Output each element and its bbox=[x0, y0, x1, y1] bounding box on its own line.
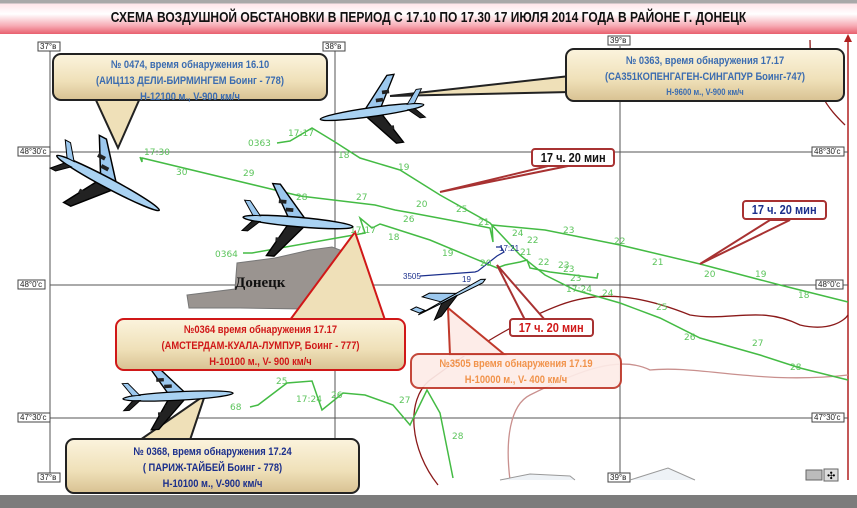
svg-text:19: 19 bbox=[462, 275, 471, 284]
svg-text:48°0'с: 48°0'с bbox=[20, 280, 42, 289]
svg-text:20: 20 bbox=[416, 200, 428, 210]
track-labels: 0363 17:17 18 19 20 25 24 23 24 25 26 27 28 17… bbox=[144, 129, 810, 442]
svg-text:39°в: 39°в bbox=[610, 36, 626, 45]
track-0363 bbox=[276, 127, 849, 381]
svg-text:17:17: 17:17 bbox=[350, 226, 376, 236]
svg-text:24: 24 bbox=[512, 229, 524, 239]
svg-text:23: 23 bbox=[563, 226, 574, 236]
svg-text:68: 68 bbox=[230, 403, 242, 413]
bottom-bar bbox=[0, 495, 857, 508]
svg-text:17:21: 17:21 bbox=[499, 244, 520, 253]
airliner-0474-icon bbox=[38, 121, 178, 245]
svg-text:23: 23 bbox=[563, 265, 574, 275]
svg-text:48°0'с: 48°0'с bbox=[818, 280, 840, 289]
svg-text:28: 28 bbox=[296, 193, 308, 203]
svg-text:39°в: 39°в bbox=[610, 473, 626, 482]
svg-text:0364: 0364 bbox=[215, 250, 238, 260]
move-icon: ✣ bbox=[827, 471, 835, 482]
svg-text:48°30'с: 48°30'с bbox=[814, 147, 841, 156]
title-bar: СХЕМА ВОЗДУШНОЙ ОБСТАНОВКИ В ПЕРИОД С 17… bbox=[0, 0, 857, 34]
track-0474 bbox=[139, 156, 849, 303]
svg-text:20: 20 bbox=[704, 270, 716, 280]
svg-text:18: 18 bbox=[338, 151, 350, 161]
air-situation-map: 37°в 38°в 39°в 37°в 39°в 48°30'с 48°0'с … bbox=[17, 34, 852, 486]
time-mark-1: 17 ч. 20 мин bbox=[531, 148, 615, 167]
track-3505-labels: 3505 17:21 19 bbox=[403, 244, 520, 284]
svg-text:17:24: 17:24 bbox=[296, 395, 322, 405]
time-mark-1-tail bbox=[439, 165, 569, 193]
svg-text:22: 22 bbox=[527, 236, 538, 246]
svg-text:27: 27 bbox=[752, 339, 763, 349]
svg-text:27: 27 bbox=[356, 193, 367, 203]
time-mark-3: 17 ч. 20 мин bbox=[509, 318, 594, 337]
svg-text:18: 18 bbox=[388, 233, 400, 243]
fighter-3505-icon bbox=[409, 278, 487, 321]
svg-text:22: 22 bbox=[538, 258, 549, 268]
svg-text:28: 28 bbox=[790, 363, 802, 373]
track-3505 bbox=[419, 246, 505, 277]
time-mark-2-tail bbox=[699, 219, 791, 265]
pan-control[interactable] bbox=[823, 468, 839, 482]
page-title: СХЕМА ВОЗДУШНОЙ ОБСТАНОВКИ В ПЕРИОД С 17… bbox=[110, 9, 747, 26]
svg-text:20: 20 bbox=[480, 259, 492, 269]
zoom-control[interactable] bbox=[805, 469, 823, 481]
svg-text:22: 22 bbox=[614, 237, 625, 247]
svg-text:37°в: 37°в bbox=[40, 473, 56, 482]
svg-text:17:17: 17:17 bbox=[288, 129, 314, 139]
svg-text:26: 26 bbox=[403, 215, 415, 225]
svg-text:48°30'с: 48°30'с bbox=[20, 147, 47, 156]
svg-text:0363: 0363 bbox=[248, 139, 271, 149]
callout-0474: № 0474, время обнаружения 16.10(АИЦ113 Д… bbox=[52, 53, 328, 103]
svg-text:47°30'с: 47°30'с bbox=[20, 413, 47, 422]
svg-text:24: 24 bbox=[602, 289, 614, 299]
arrow-up-icon bbox=[844, 34, 852, 42]
boundary-line bbox=[413, 295, 849, 486]
svg-text:18: 18 bbox=[798, 291, 810, 301]
callout-3505-tail bbox=[446, 305, 508, 356]
svg-text:26: 26 bbox=[331, 391, 343, 401]
svg-text:19: 19 bbox=[755, 270, 767, 280]
svg-text:26: 26 bbox=[684, 333, 696, 343]
svg-text:19: 19 bbox=[398, 163, 410, 173]
svg-text:23: 23 bbox=[570, 274, 581, 284]
svg-text:29: 29 bbox=[243, 169, 255, 179]
svg-text:25: 25 bbox=[276, 377, 287, 387]
svg-text:47°30'с: 47°30'с bbox=[814, 413, 841, 422]
svg-text:3505: 3505 bbox=[403, 272, 421, 281]
track-0368 bbox=[249, 380, 454, 479]
svg-text:25: 25 bbox=[456, 205, 467, 215]
svg-text:17:30: 17:30 bbox=[144, 148, 170, 158]
time-mark-3-tail bbox=[496, 264, 548, 321]
svg-text:27: 27 bbox=[399, 396, 410, 406]
callout-0363: № 0363, время обнаружения 17.17(СА351КОП… bbox=[565, 48, 845, 102]
callout-0368: № 0368, время обнаружения 17.24( ПАРИЖ-Т… bbox=[65, 438, 360, 494]
callout-0364: №0364 время обнаружения 17.17(АМСТЕРДАМ-… bbox=[115, 318, 406, 371]
svg-text:37°в: 37°в bbox=[40, 42, 56, 51]
terrain-outline bbox=[499, 467, 696, 481]
svg-text:25: 25 bbox=[656, 303, 667, 313]
svg-text:23: 23 bbox=[558, 261, 569, 271]
svg-text:19: 19 bbox=[442, 249, 454, 259]
time-mark-2: 17 ч. 20 мин bbox=[742, 200, 827, 220]
svg-text:21: 21 bbox=[652, 258, 663, 268]
grid-labels: 37°в 38°в 39°в 37°в 39°в 48°30'с 48°0'с … bbox=[17, 35, 845, 483]
city-label: Донецк bbox=[235, 275, 286, 291]
svg-text:21: 21 bbox=[478, 218, 489, 228]
svg-text:28: 28 bbox=[452, 432, 464, 442]
track-0364 bbox=[243, 215, 599, 279]
svg-text:17:24: 17:24 bbox=[566, 285, 592, 295]
svg-text:21: 21 bbox=[520, 248, 531, 258]
svg-text:38°в: 38°в bbox=[325, 42, 341, 51]
svg-text:30: 30 bbox=[176, 168, 188, 178]
